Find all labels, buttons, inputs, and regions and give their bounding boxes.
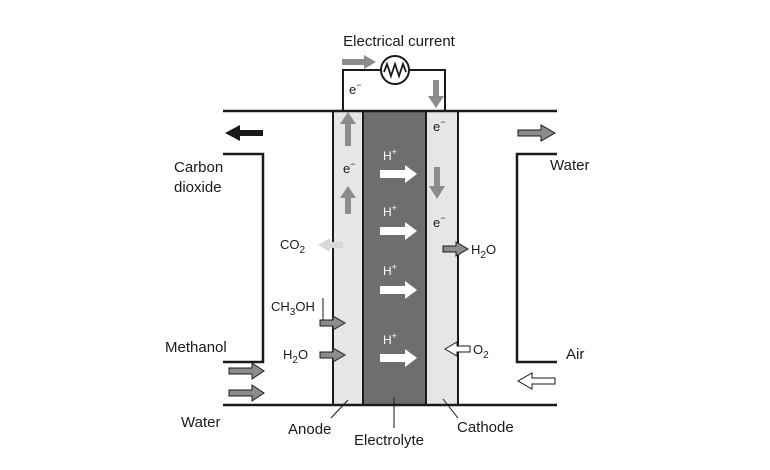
water-exhaust-arrow [517,124,557,142]
anode-plate [332,110,364,406]
right-channel-wall [515,152,557,364]
proton-group-3: H+ [380,262,417,299]
diagram-title: Electrical current [343,33,456,50]
methanol-inlet-arrow [228,362,265,380]
svg-text:H+: H+ [383,262,397,278]
external-circuit-wire [342,69,380,111]
proton-arrow-4 [380,349,417,367]
h2o-inflow-arrow [319,347,346,363]
proton-arrow-2 [380,222,417,240]
proton-group-2: H+ [380,203,417,240]
cathode-leader-line [442,398,459,419]
water-inlet-arrow [228,384,265,402]
electron-arrow-anode-2 [340,186,356,214]
anode-leader-line [330,399,349,419]
label-cathode: Cathode [457,419,514,436]
electron-arrow-anode-1 [340,112,356,146]
ch3oh-inflow-arrow [319,315,346,331]
o2-inflow-arrow [444,341,471,357]
air-inlet-arrow [516,372,556,390]
electron-arrow-cathode [429,167,445,199]
svg-text:H+: H+ [383,147,397,163]
cathode-plate [425,110,459,406]
co2-outflow-arrow [318,238,343,252]
svg-text:H+: H+ [383,203,397,219]
label-electrolyte: Electrolyte [354,432,424,449]
label-carbon-line2: dioxide [174,179,222,196]
electron-label-anode: e− [343,159,356,176]
proton-arrow-3 [380,281,417,299]
h2o-outflow-arrow [442,241,469,257]
label-carbon-line1: Carbon [174,159,223,176]
label-water-left: Water [181,414,220,431]
electron-flow-arrow-down [428,80,444,108]
external-circuit-wire-right [410,69,446,111]
proton-group-4: H+ [380,331,417,367]
label-anode: Anode [288,421,331,438]
resistor-icon [380,55,410,85]
label-methanol: Methanol [165,339,227,356]
carbon-dioxide-exhaust-arrow [225,125,263,141]
left-channel-wall [223,152,265,364]
co2-label: CO2 [280,237,306,256]
ch3oh-label: CH3OH [271,299,315,318]
proton-group-1: H+ [380,147,417,183]
h2o-anode-label: H2O [283,347,308,366]
label-air: Air [566,346,584,363]
electron-flow-arrow-top [342,55,376,69]
proton-arrow-1 [380,165,417,183]
electron-label-circuit: e− [349,80,362,97]
label-water-right: Water [550,157,589,174]
o2-label: O2 [473,342,489,361]
electron-label-cathode: e− [433,213,446,230]
h2o-cathode-label: H2O [471,242,496,261]
electron-label-cathode-top: e− [433,117,446,134]
svg-text:H+: H+ [383,331,397,347]
